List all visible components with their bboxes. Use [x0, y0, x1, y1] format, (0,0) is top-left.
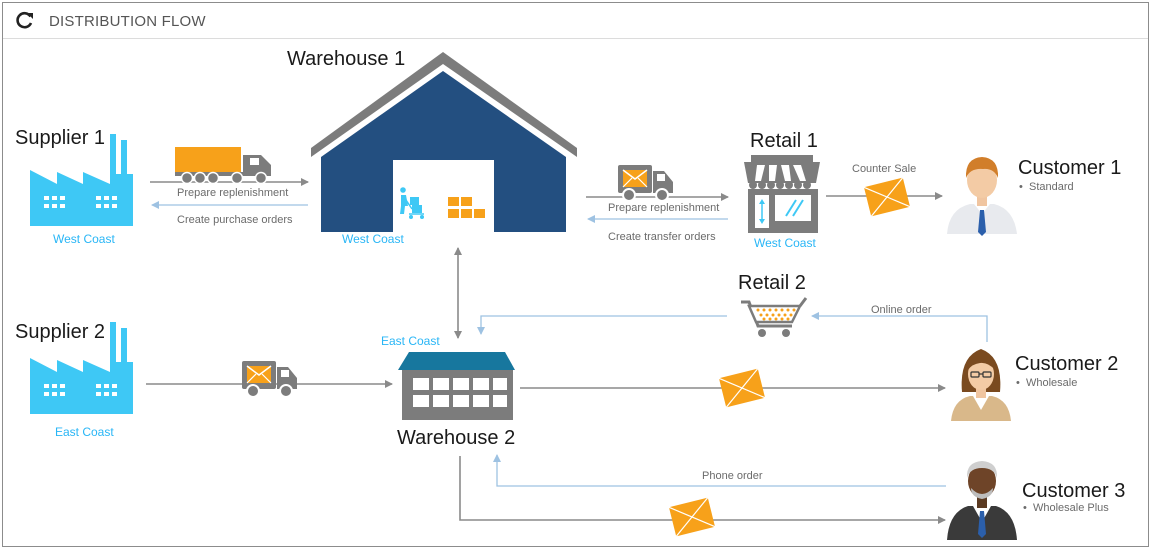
building-icon[interactable] — [398, 352, 515, 420]
customer1-name: Customer 1 — [1018, 157, 1122, 179]
arrow-customer3-to-warehouse2 — [493, 454, 946, 487]
retail1-name: Retail 1 — [750, 130, 818, 152]
arrow-customer2-to-retail2 — [811, 312, 988, 342]
warehouse2-name: Warehouse 2 — [397, 427, 516, 449]
customer1-type: • Standard — [1019, 181, 1074, 193]
arrow-warehouse2-to-customer3 — [459, 456, 946, 524]
delivery-van-icon — [618, 165, 673, 202]
shopping-cart-icon[interactable] — [741, 297, 808, 337]
truck-icon — [175, 147, 271, 185]
flow-label-counter-sale: Counter Sale — [852, 163, 917, 175]
customer-avatar-icon[interactable] — [951, 349, 1011, 421]
retail1-location: West Coast — [754, 236, 816, 250]
warehouse-icon[interactable] — [311, 52, 577, 232]
supplier2-location: East Coast — [55, 425, 114, 439]
customer2-name: Customer 2 — [1015, 353, 1119, 375]
flow-arrows — [146, 178, 988, 524]
flow-label-online-order: Online order — [871, 304, 932, 316]
customer3-type: • Wholesale Plus — [1023, 502, 1109, 514]
package-icon — [718, 368, 766, 408]
worker-with-cart-icon — [400, 187, 424, 219]
flow-label-create-purchase-orders: Create purchase orders — [177, 214, 293, 226]
customer3-name: Customer 3 — [1022, 480, 1126, 502]
arrow-retail2-to-warehouse2 — [477, 315, 727, 335]
flow-label-prepare-replenishment: Prepare replenishment — [177, 187, 289, 199]
warehouse1-name: Warehouse 1 — [287, 48, 406, 70]
customer-avatar-icon[interactable] — [947, 157, 1017, 236]
header-bar: DISTRIBUTION FLOW — [3, 3, 1148, 39]
customer2-type: • Wholesale — [1016, 377, 1078, 389]
refresh-icon[interactable] — [14, 9, 36, 31]
boxes-icon — [448, 197, 485, 218]
supplier2-name: Supplier 2 — [15, 321, 106, 343]
package-icon — [863, 177, 911, 217]
store-icon[interactable] — [744, 155, 820, 233]
factory-icon[interactable] — [30, 134, 133, 226]
supplier1-location: West Coast — [53, 232, 115, 246]
page-title: DISTRIBUTION FLOW — [49, 13, 206, 30]
retail2-name: Retail 2 — [738, 272, 806, 294]
warehouse2-location: East Coast — [381, 334, 440, 348]
customer-avatar-icon[interactable] — [947, 461, 1017, 540]
flow-label-prepare-replenishment: Prepare replenishment — [608, 202, 720, 214]
delivery-van-icon — [242, 361, 297, 398]
warehouse1-location: West Coast — [342, 232, 404, 246]
flow-label-create-transfer-orders: Create transfer orders — [608, 231, 716, 243]
factory-icon[interactable] — [30, 322, 133, 414]
flow-label-phone-order: Phone order — [702, 470, 763, 482]
package-icon — [668, 497, 716, 537]
supplier1-name: Supplier 1 — [15, 127, 106, 149]
